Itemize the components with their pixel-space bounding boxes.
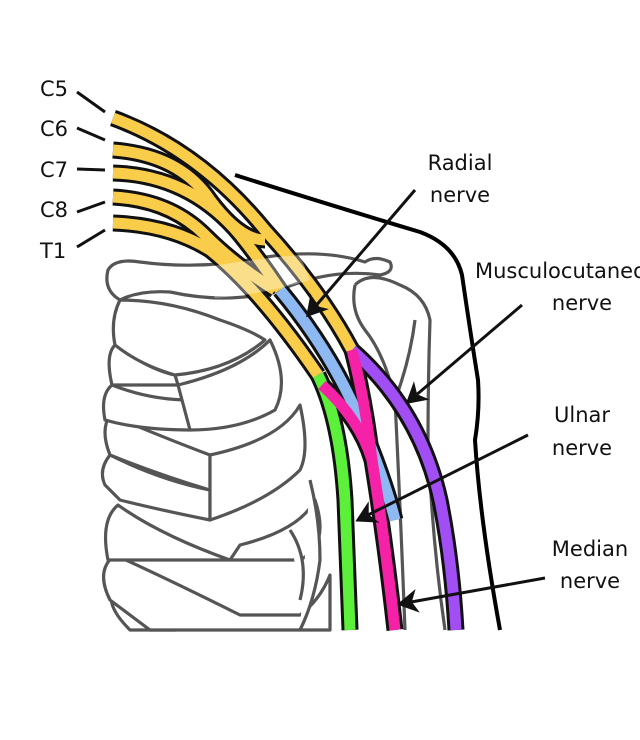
- musculocutaneous-nerve: [348, 345, 462, 631]
- ulnar-nerve: [313, 372, 356, 631]
- median-label-line2: nerve: [560, 569, 620, 593]
- root-label-c7: C7: [40, 158, 68, 182]
- radial-label-line1: Radial: [428, 151, 493, 175]
- nerve-root-c5: [111, 112, 357, 353]
- root-label-c6: C6: [40, 117, 68, 141]
- root-label-c5: C5: [40, 77, 68, 101]
- median-label-line1: Median: [552, 537, 628, 561]
- radial-arrow: [306, 189, 417, 318]
- root-pointers: [76, 90, 106, 249]
- brachial-plexus: [110, 110, 465, 631]
- nerve-root-c8: [112, 191, 278, 295]
- radial-label-line2: nerve: [430, 183, 490, 207]
- musculocutaneous-label-line1: Musculocutaneous: [475, 259, 640, 283]
- median-nerve: [318, 380, 401, 631]
- ulnar-label-line2: nerve: [552, 436, 612, 460]
- median-arrow: [397, 576, 546, 613]
- root-label-t1: T1: [39, 239, 66, 263]
- nerve-root-t1: [112, 217, 323, 379]
- musculocutaneous-arrow: [405, 303, 523, 404]
- skin-outline: [234, 173, 502, 631]
- ulnar-label-line1: Ulnar: [554, 403, 610, 427]
- radial-nerve: [275, 286, 401, 522]
- nerve-root-c7: [112, 167, 285, 294]
- ribcage: [100, 298, 332, 632]
- musculocutaneous-label-line2: nerve: [552, 291, 612, 315]
- root-label-c8: C8: [40, 198, 68, 222]
- ulnar-arrow: [355, 433, 529, 523]
